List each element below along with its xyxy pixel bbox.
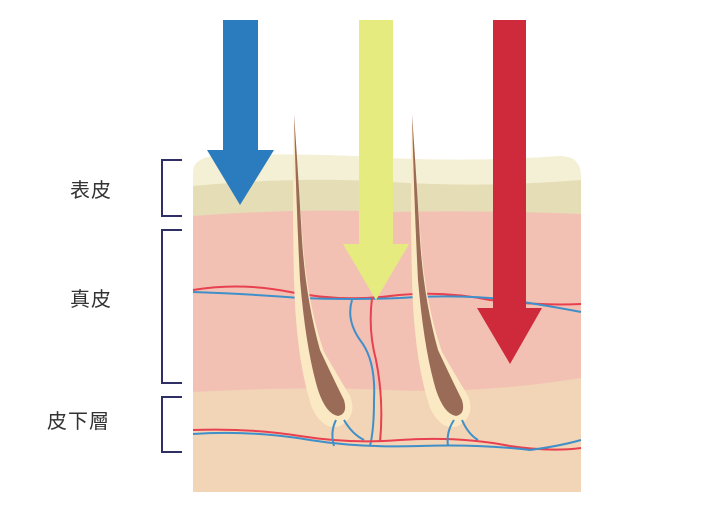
hair-root-vessel-1 [331,419,365,447]
epidermis-label: 表皮 [70,178,112,202]
hair-shaft-1 [294,114,346,416]
subcutis-label: 皮下層 [47,409,110,433]
hair-follicle-2 [411,118,471,428]
bracket-subcutis [161,396,182,453]
yellow-arrow [343,20,409,300]
hair-root-vessel-2 [446,419,479,447]
hair-shaft-2 [412,114,464,416]
blue-arrow [207,20,274,205]
connecting-vein [349,299,376,447]
subcutis-artery [192,428,582,451]
bracket-epidermis [161,159,182,217]
bracket-dermis [161,229,182,384]
red-arrow [477,20,542,364]
dermis-label: 真皮 [70,287,112,311]
subcutis-vein [192,431,582,452]
hair-follicle-1 [293,118,353,428]
connecting-artery [369,297,383,443]
